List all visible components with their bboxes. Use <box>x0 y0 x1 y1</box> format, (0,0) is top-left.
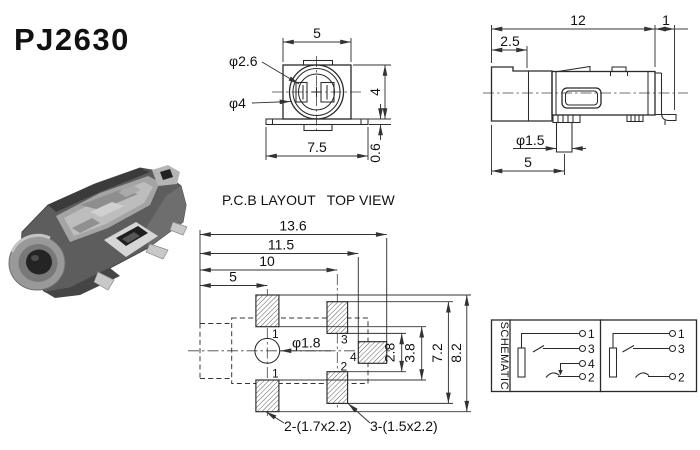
svg-text:10: 10 <box>259 253 275 269</box>
front-dim-base-thickness: 0.6 <box>367 104 391 163</box>
svg-text:11.5: 11.5 <box>268 237 294 253</box>
side-dim-tail: 1 <box>655 12 688 110</box>
schematic-circuit-with-switch: 1 3 4 2 <box>517 327 595 385</box>
svg-text:3.8: 3.8 <box>402 343 418 363</box>
side-dim-length: 12 <box>491 12 656 67</box>
side-view-drawing: 12 1 2.5 φ1.5 5 <box>483 12 688 175</box>
pad-3 <box>326 301 349 334</box>
schematic-panel: SCHEMATIC 1 3 4 2 1 3 2 <box>490 319 698 393</box>
pcb-dim-col2: 10 <box>200 253 338 273</box>
pcb-dim-span-outer: 8.2 <box>279 294 471 413</box>
part-number-title: PJ2630 <box>14 22 130 57</box>
pcb-note-pads-15: 3-(1.5x2.2) <box>347 403 438 434</box>
svg-text:7.2: 7.2 <box>429 343 445 363</box>
schematic-label: SCHEMATIC <box>498 322 510 390</box>
svg-text:2.5: 2.5 <box>500 33 520 49</box>
svg-text:4: 4 <box>588 357 595 371</box>
svg-text:2: 2 <box>588 371 595 385</box>
side-dim-pin-dia: φ1.5 <box>513 132 586 151</box>
pad-1-top-label: 1 <box>272 327 279 341</box>
svg-text:13.6: 13.6 <box>279 218 306 234</box>
svg-text:8.2: 8.2 <box>448 343 464 363</box>
front-label-inner-dia: φ2.6 <box>229 53 300 85</box>
svg-text:φ2.6: φ2.6 <box>229 53 258 69</box>
side-dim-barrel: 2.5 <box>491 33 528 68</box>
pcb-dim-hole: φ1.8 <box>280 335 331 354</box>
svg-text:3: 3 <box>588 342 595 356</box>
pad-4-label: 4 <box>350 350 357 364</box>
front-dim-height: 4 <box>353 64 391 120</box>
svg-text:5: 5 <box>524 154 532 170</box>
pcb-dim-gap-inner: 2.8 <box>347 332 406 373</box>
pcb-dim-gap-outer: 3.8 <box>279 326 426 381</box>
side-dim-pin-pos: 5 <box>491 125 565 175</box>
svg-text:φ4: φ4 <box>229 95 246 111</box>
pcb-layout-section-label: P.C.B LAYOUT TOP VIEW <box>222 192 395 208</box>
svg-text:0.6: 0.6 <box>367 143 383 163</box>
pad-1-top <box>255 294 280 328</box>
svg-text:5: 5 <box>313 25 321 41</box>
pcb-dim-total-width: 13.6 <box>200 218 388 342</box>
front-dim-width: 5 <box>282 25 352 62</box>
svg-text:1: 1 <box>588 327 595 341</box>
product-photo <box>8 165 188 298</box>
svg-text:1: 1 <box>678 327 685 341</box>
front-label-outer-dia: φ4 <box>229 95 291 111</box>
svg-text:7.5: 7.5 <box>307 139 327 155</box>
pcb-dim-span-inner: 7.2 <box>348 301 453 404</box>
svg-text:2.8: 2.8 <box>382 343 398 363</box>
pcb-dim-col1: 5 <box>200 269 268 288</box>
svg-text:4: 4 <box>367 88 383 96</box>
pcb-note-pads-17: 2-(1.7x2.2) <box>265 411 352 434</box>
pad-2 <box>326 371 349 404</box>
front-dim-base-width: 7.5 <box>265 127 369 160</box>
svg-text:5: 5 <box>229 269 237 285</box>
pad-3-label: 3 <box>341 333 348 347</box>
svg-text:3: 3 <box>678 342 685 356</box>
svg-text:φ1.8: φ1.8 <box>292 335 321 351</box>
svg-text:2: 2 <box>678 371 685 385</box>
pad-2-label: 2 <box>341 360 348 374</box>
front-view-drawing: 5 4 7.5 0.6 φ2.6 φ4 <box>229 25 391 163</box>
pcb-dim-pad4: 11.5 <box>200 237 359 342</box>
svg-text:3-(1.5x2.2): 3-(1.5x2.2) <box>370 418 438 434</box>
pad-4 <box>357 341 388 364</box>
svg-text:12: 12 <box>570 12 586 28</box>
svg-text:2-(1.7x2.2): 2-(1.7x2.2) <box>284 418 352 434</box>
pad-1-bottom-label: 1 <box>272 367 279 381</box>
pcb-layout-drawing: 13.6 11.5 10 5 φ1.8 1 1 3 2 4 2.8 3.8 <box>188 218 471 434</box>
svg-text:1: 1 <box>662 12 670 28</box>
svg-text:φ1.5: φ1.5 <box>516 132 545 148</box>
mounting-hole <box>254 337 281 364</box>
pad-1-bottom <box>255 379 280 413</box>
jack-outer-circle <box>288 64 345 120</box>
schematic-circuit-basic: 1 3 2 <box>608 327 685 385</box>
